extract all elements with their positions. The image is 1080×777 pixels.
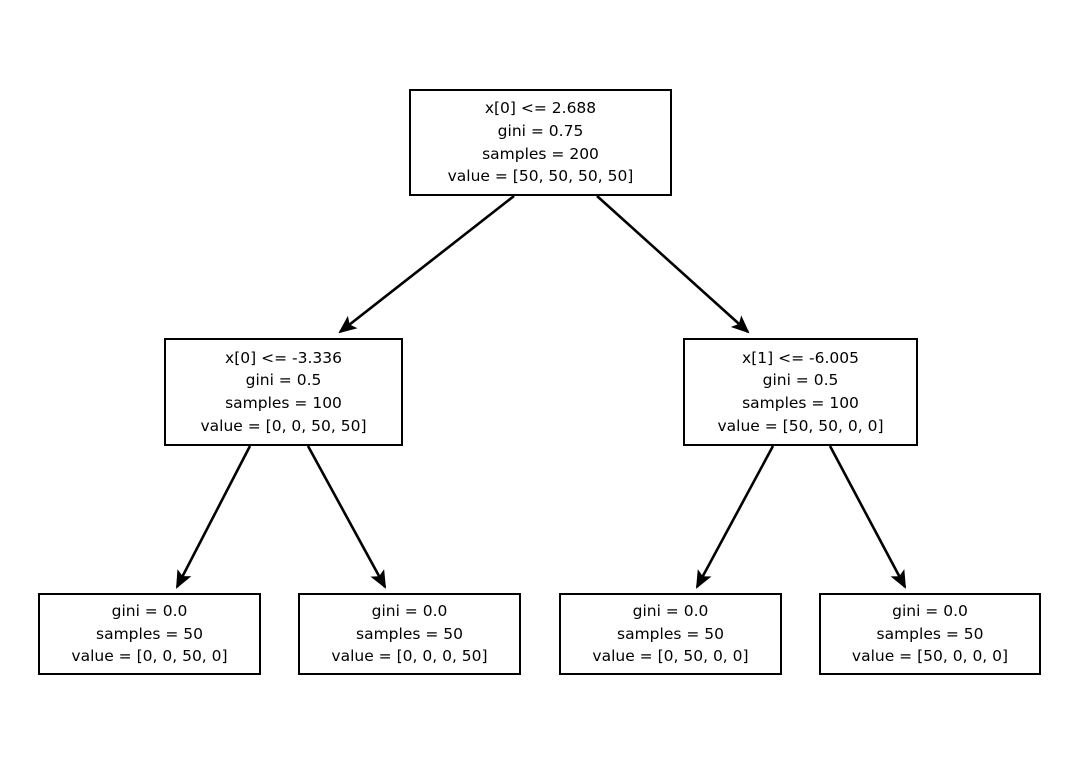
node-samples-text: samples = 50	[96, 624, 203, 643]
node-samples-text: samples = 50	[617, 624, 724, 643]
node-gini-text: gini = 0.5	[762, 371, 839, 390]
node-value-text: value = [0, 0, 50, 0]	[71, 647, 228, 666]
node-samples-text: samples = 200	[482, 144, 599, 163]
node-condition-text: x[0] <= 2.688	[484, 99, 597, 118]
node-condition-text: x[0] <= -3.336	[225, 348, 342, 367]
node-gini-text: gini = 0.0	[892, 602, 968, 621]
node-gini-text: gini = 0.0	[371, 602, 448, 621]
tree-node-root: x[0] <= 2.688 gini = 0.75 samples = 200 val…	[409, 89, 672, 196]
tree-node-leaf-2: gini = 0.0 samples = 50 value = [0, 0, 0, …	[298, 593, 521, 675]
tree-edge-left-to-leaf2	[306, 445, 387, 589]
tree-edge-root-to-right	[596, 195, 750, 334]
tree-node-right-internal: x[1] <= -6.005 gini = 0.5 samples = 100 val…	[683, 338, 918, 446]
node-value-text: value = [50, 50, 50, 50]	[447, 167, 634, 186]
tree-edge-root-to-left	[338, 194, 515, 334]
node-samples-text: samples = 50	[356, 624, 463, 643]
node-value-text: value = [50, 0, 0, 0]	[851, 647, 1009, 666]
node-gini-text: gini = 0.0	[632, 602, 709, 621]
node-condition-text: x[1] <= -6.005	[742, 348, 859, 367]
tree-node-leaf-1: gini = 0.0 samples = 50 value = [0, 0, 50,…	[38, 593, 261, 675]
node-gini-text: gini = 0.75	[497, 121, 584, 140]
tree-edge-right-to-leaf3	[695, 445, 775, 589]
node-value-text: value = [0, 0, 50, 50]	[200, 416, 367, 435]
tree-node-leaf-4: gini = 0.0 samples = 50 value = [50, 0, 0,…	[819, 593, 1041, 675]
node-samples-text: samples = 100	[225, 394, 342, 412]
node-value-text: value = [0, 50, 0, 0]	[592, 647, 749, 666]
node-value-text: value = [50, 50, 0, 0]	[717, 416, 884, 435]
tree-node-leaf-3: gini = 0.0 samples = 50 value = [0, 50, 0,…	[559, 593, 782, 675]
node-value-text: value = [0, 0, 0, 50]	[331, 647, 488, 666]
tree-edge-right-to-leaf4	[828, 445, 907, 589]
node-gini-text: gini = 0.5	[245, 371, 322, 390]
tree-edge-left-to-leaf1	[175, 445, 252, 589]
node-samples-text: samples = 100	[742, 394, 859, 412]
tree-node-left-internal: x[0] <= -3.336 gini = 0.5 samples = 100 val…	[164, 338, 403, 446]
node-gini-text: gini = 0.0	[111, 602, 188, 621]
node-samples-text: samples = 50	[876, 624, 984, 643]
